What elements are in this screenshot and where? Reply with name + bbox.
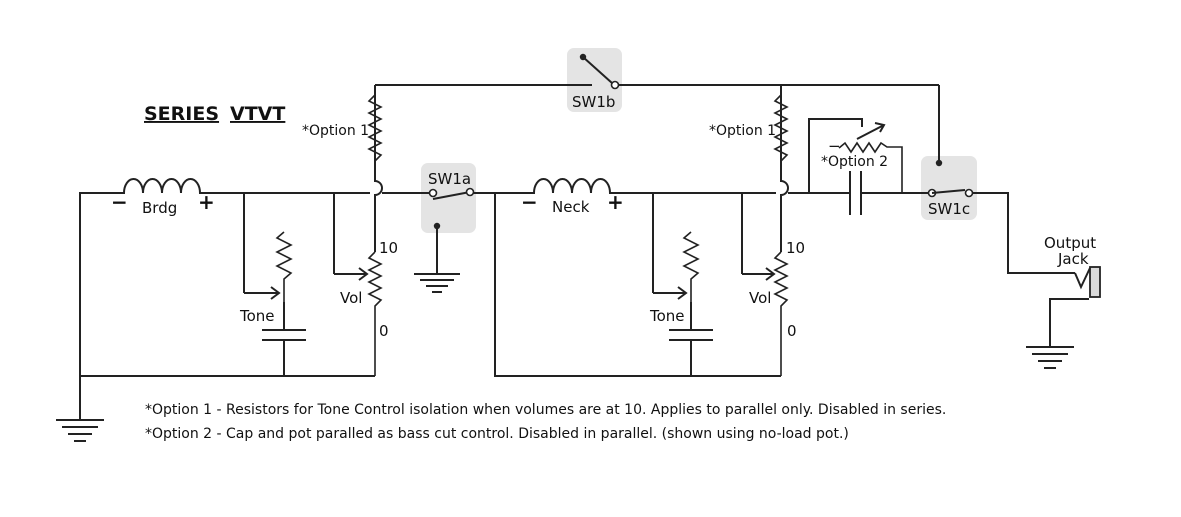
bridge-tone-capacitor: [262, 302, 306, 376]
neck-tone-pot: [652, 193, 700, 302]
neck-tone-label: Tone: [649, 307, 685, 325]
neck-vol-max-label: 10: [786, 239, 805, 257]
bridge-section-wiring: [56, 192, 375, 442]
bridge-vol-min-label: 0: [379, 322, 389, 340]
neck-pickup-label: Neck: [552, 198, 590, 216]
neck-tone-capacitor: [669, 302, 713, 376]
option2-label: *Option 2: [821, 154, 888, 170]
sw1c-switch-background: [921, 156, 977, 220]
sw1b-label: SW1b: [572, 93, 615, 111]
neck-option1-label: *Option 1: [709, 123, 776, 139]
neck-option1-resistor: [773, 94, 789, 162]
bridge-vol-max-label: 10: [379, 239, 398, 257]
top-bus-wiring: [375, 84, 940, 160]
output-jack-symbol: [1026, 266, 1101, 369]
sw1c-label: SW1c: [928, 200, 970, 218]
sw1b-switch-background: [567, 48, 622, 112]
neck-pickup-plus: +: [607, 190, 624, 214]
output-jack-label-line1: Output: [1044, 234, 1096, 252]
bridge-pickup-coil: [120, 178, 370, 194]
neck-pickup-coil: [530, 178, 776, 194]
option2-minus: −: [828, 137, 841, 155]
output-jack-label-line2: Jack: [1057, 250, 1089, 268]
title-series: SERIES: [144, 103, 219, 125]
footnote-option2: *Option 2 - Cap and pot paralled as bass…: [145, 426, 849, 442]
bridge-pickup-label: Brdg: [142, 199, 177, 217]
neck-pickup-minus: −: [521, 190, 538, 214]
sw1c-switch-contacts: [927, 159, 1075, 274]
bridge-volume-pot: [333, 85, 383, 376]
bridge-vol-label: Vol: [340, 289, 362, 307]
sw1b-switch-contacts: [579, 53, 620, 90]
neck-section-wiring: [494, 192, 781, 377]
neck-vol-min-label: 0: [787, 322, 797, 340]
bridge-tone-pot: [243, 193, 293, 302]
bridge-option1-label: *Option 1: [302, 123, 369, 139]
sw1a-label: SW1a: [428, 170, 471, 188]
bridge-tone-label: Tone: [239, 307, 275, 325]
title-vtvt: VTVT: [230, 103, 285, 125]
bridge-pickup-minus: −: [111, 190, 128, 214]
neck-volume-pot: [741, 85, 789, 376]
neck-vol-label: Vol: [749, 289, 771, 307]
option2-bass-cut-network: [788, 118, 930, 215]
footnote-option1: *Option 1 - Resistors for Tone Control i…: [145, 402, 946, 418]
sw1a-switch-background: [421, 163, 476, 233]
bridge-pickup-plus: +: [198, 190, 215, 214]
bridge-option1-resistor: [367, 94, 383, 162]
